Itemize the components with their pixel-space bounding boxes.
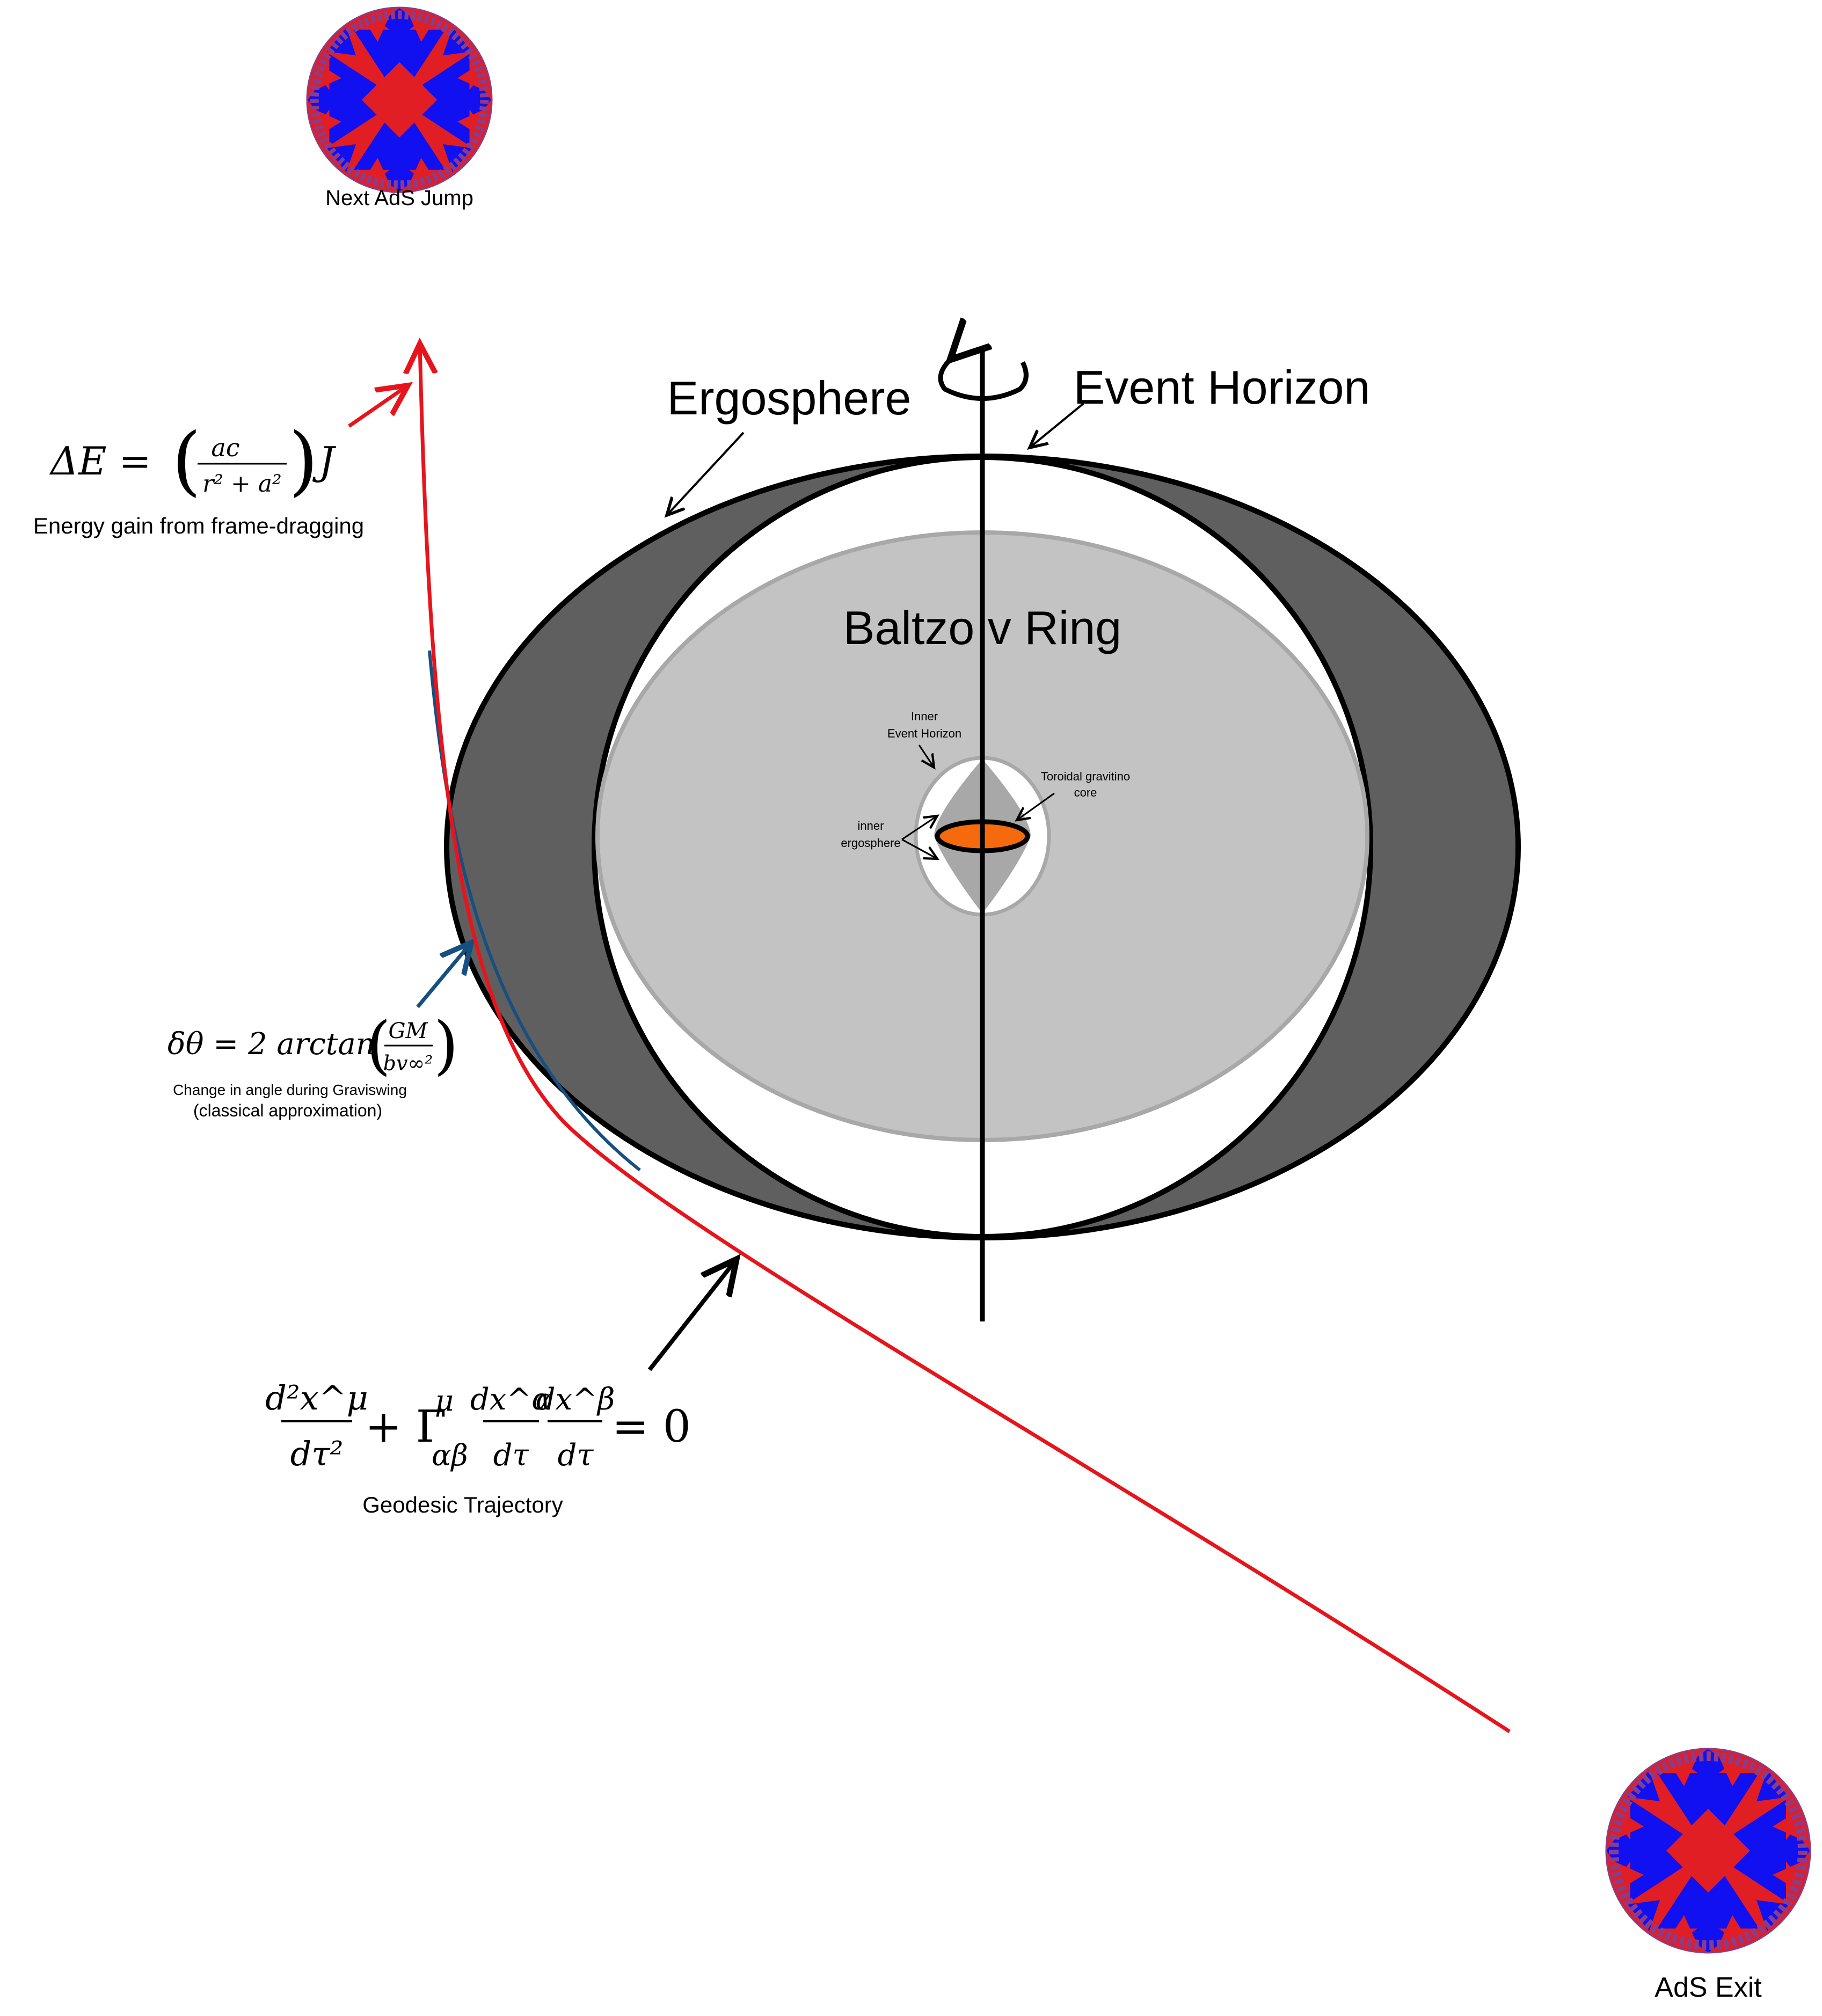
graviswing-curve <box>428 650 641 1172</box>
event-horizon-pointer <box>1030 403 1084 448</box>
geodesic-equation: d²x^μ dτ² + Γ μ αβ dx^α dτ dx^β dτ = 0 <box>265 1378 691 1473</box>
energy-lhs: ΔE = <box>49 439 151 484</box>
inner-ergosphere-label-1: inner <box>858 819 884 832</box>
toroidal-core-pointer <box>1017 792 1055 820</box>
geodesic-d2: dτ <box>493 1438 530 1473</box>
inner-ergosphere-label-2: ergosphere <box>841 836 900 850</box>
geodesic-caption: Geodesic Trajectory <box>362 1492 563 1517</box>
event-horizon-label: Event Horizon <box>1074 361 1371 414</box>
geodesic-trajectory <box>420 344 1511 1733</box>
ergosphere-pointer <box>667 432 745 515</box>
graviswing-equation: δθ = 2 arctan ( GM bv∞² ) <box>167 1008 458 1082</box>
graviswing-caption-2: (classical approximation) <box>193 1101 382 1120</box>
graviswing-caption-1: Change in angle during Graviswing <box>173 1082 407 1098</box>
energy-paren-right: ) <box>289 417 318 505</box>
inner-event-horizon-pointer <box>918 744 934 768</box>
geodesic-pointer <box>647 1259 737 1371</box>
energy-paren-left: ( <box>172 417 201 505</box>
graviswing-pointer <box>416 943 471 1009</box>
next-jump-tiling-icon <box>306 6 493 193</box>
geodesic-sub: αβ <box>432 1438 468 1472</box>
energy-pointer <box>348 385 408 428</box>
graviswing-paren-right: ) <box>434 1008 458 1082</box>
graviswing-num: GM <box>389 1019 428 1043</box>
ergosphere-label: Ergosphere <box>667 371 912 425</box>
energy-den: r² + a² <box>202 470 281 498</box>
toroidal-core-label-1: Toroidal gravitino <box>1041 770 1130 783</box>
geodesic-d3: dτ <box>558 1438 594 1473</box>
inner-event-horizon-label-2: Event Horizon <box>887 727 961 740</box>
geodesic-n3: dx^β <box>536 1382 615 1417</box>
geodesic-n1: d²x^μ <box>265 1378 368 1418</box>
geodesic-rhs: = 0 <box>612 1401 691 1452</box>
graviswing-lhs: δθ = 2 arctan <box>167 1027 375 1062</box>
exit-label: AdS Exit <box>1655 1972 1762 2003</box>
energy-caption: Energy gain from frame-dragging <box>33 513 364 538</box>
geodesic-sup: μ <box>435 1384 454 1418</box>
energy-equation: ΔE = ( ac r² + a² ) J <box>49 417 337 505</box>
inner-ergosphere-pointer-up <box>901 816 937 841</box>
next-jump-label: Next AdS Jump <box>325 186 473 210</box>
energy-num: ac <box>211 433 239 462</box>
geodesic-n2: dx^α <box>470 1382 552 1417</box>
inner-event-horizon-label-1: Inner <box>911 710 938 723</box>
rotation-arrow-icon <box>938 360 1029 401</box>
geodesic-plus: + Γ <box>365 1401 447 1452</box>
toroidal-core-label-2: core <box>1074 786 1097 799</box>
baltzov-ring-label: Baltzo v Ring <box>843 601 1121 654</box>
graviswing-den: bv∞² <box>383 1051 433 1075</box>
exit-tiling-icon <box>1605 1748 1811 1954</box>
inner-ergosphere-pointer-down <box>901 838 937 859</box>
geodesic-d1: dτ² <box>290 1434 344 1473</box>
